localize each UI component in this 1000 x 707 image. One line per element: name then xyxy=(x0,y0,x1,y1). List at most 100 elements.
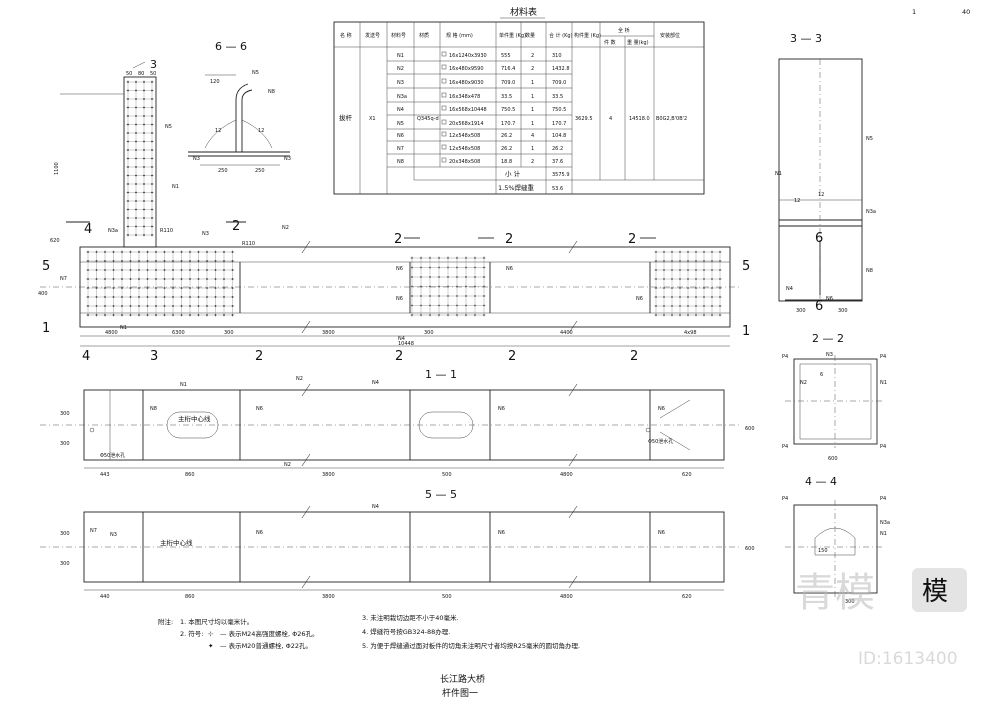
bolt-hole xyxy=(146,287,149,289)
bolt-hole xyxy=(135,106,137,109)
bolt-hole xyxy=(121,314,123,316)
bolt-hole xyxy=(127,174,129,177)
col-header-send: 发送号 xyxy=(365,32,380,39)
svg-text:N6: N6 xyxy=(498,406,505,412)
bolt-hole xyxy=(163,305,166,307)
bolt-hole xyxy=(197,287,200,289)
mark-4-bottom: 4 xyxy=(82,349,90,364)
bolt-hole xyxy=(127,140,129,143)
col-header-unit: 单件重 (Kg) xyxy=(499,32,526,39)
svg-text:250: 250 xyxy=(255,168,265,174)
bolt-hole xyxy=(146,305,149,307)
section-6-6: 6 — 6 120 N5 N8 12 12 250 250 N3 N3 xyxy=(188,40,291,174)
bolt-hole xyxy=(127,166,129,168)
bolt-hole xyxy=(172,278,174,280)
col-header-matno: 材料号 xyxy=(391,32,406,39)
svg-text:N1: N1 xyxy=(880,531,887,537)
bolt-hole xyxy=(95,314,98,316)
bolt-hole xyxy=(87,260,89,262)
mark-2-c: 2 xyxy=(505,232,513,247)
watermark-logo-icon: 模 xyxy=(912,568,967,612)
row-qty: 4 xyxy=(531,133,534,139)
svg-text:N3: N3 xyxy=(202,231,209,237)
row-spec: 20x568x1914 xyxy=(449,121,484,127)
bolt-hole xyxy=(151,98,153,100)
svg-text:N6: N6 xyxy=(636,296,643,302)
bolt-hole xyxy=(189,278,191,280)
bolt-hole xyxy=(206,260,208,262)
row-unit: 170.7 xyxy=(501,121,515,127)
row-unit: 750.5 xyxy=(501,107,515,113)
member-weight: 3629.5 xyxy=(575,116,593,122)
svg-text:N8: N8 xyxy=(268,89,275,95)
bolt-hole xyxy=(95,251,98,253)
bolt-hole xyxy=(155,305,157,307)
bolt-hole xyxy=(143,132,145,134)
bolt-hole xyxy=(129,251,132,253)
plan11-drain-right: Φ50泄水孔 xyxy=(648,438,673,445)
plan55-dim-620: 620 xyxy=(682,594,692,600)
bolt-hole xyxy=(104,296,106,298)
subtotal-value: 3575.9 xyxy=(552,172,570,178)
bolt-hole xyxy=(214,260,217,262)
svg-text:300: 300 xyxy=(845,599,855,605)
bolt-hole xyxy=(180,296,183,298)
mark-2-bottom-a: 2 xyxy=(255,349,263,364)
bolt-hole xyxy=(151,174,153,177)
bolt-hole xyxy=(143,191,145,194)
note-2b: — 表示M20普通螺栓, Φ22孔。 xyxy=(220,641,312,650)
bolt-hole xyxy=(121,251,123,253)
row-spec: 16x568x10448 xyxy=(449,107,487,113)
bolt-hole xyxy=(143,183,145,185)
bolt-hole xyxy=(138,260,140,262)
bolt-hole xyxy=(146,251,149,253)
col-header-count: 件 数 xyxy=(604,39,616,46)
bolt-hole xyxy=(146,260,149,262)
section-3-mark-top: 3 xyxy=(150,58,157,71)
bolt-hole xyxy=(143,106,145,109)
row-total: 750.5 xyxy=(552,107,566,113)
watermark-brand: 青模 xyxy=(795,570,875,616)
bolt-hole xyxy=(180,305,183,307)
bolt-hole xyxy=(127,234,129,236)
svg-text:N6: N6 xyxy=(658,406,665,412)
bolt-hole xyxy=(151,225,153,228)
svg-text:6: 6 xyxy=(820,372,823,378)
bolt-hole xyxy=(121,287,123,289)
bolt-hole xyxy=(112,278,115,280)
row-spec: 20x348x508 xyxy=(449,159,480,165)
svg-text:N6: N6 xyxy=(658,530,665,536)
bolt-hole xyxy=(143,200,145,202)
bolt-hole xyxy=(146,278,149,280)
bolt-hole xyxy=(138,287,140,289)
table-row: N4 16x568x10448 750.5 1 750.5 xyxy=(397,105,566,113)
bolt-hole xyxy=(127,106,129,109)
bolt-hole xyxy=(172,305,174,307)
bolt-hole xyxy=(223,251,225,253)
bolt-hole xyxy=(206,287,208,289)
bolt-hole xyxy=(87,278,89,280)
bolt-hole xyxy=(127,183,129,185)
svg-text:300: 300 xyxy=(838,308,848,314)
row-no: N3 xyxy=(397,80,404,86)
bolt-hole xyxy=(135,225,137,228)
svg-text:N1: N1 xyxy=(120,325,127,331)
bolt-hole xyxy=(129,260,132,262)
bolt-hole xyxy=(127,81,129,83)
bolt-hole xyxy=(163,269,166,271)
bolt-hole xyxy=(206,305,208,307)
mark-2-a: 2 xyxy=(232,219,240,234)
bolt-hole xyxy=(104,305,106,307)
send-number: X1 xyxy=(369,116,376,122)
bolt-hole xyxy=(135,140,137,143)
member-name: 拔杆 xyxy=(339,113,353,122)
col-header-material: 材质 xyxy=(419,32,429,39)
bolt-hole xyxy=(112,314,115,316)
row-qty: 1 xyxy=(531,121,534,127)
bolt-hole xyxy=(223,287,225,289)
plan11-dim-860: 860 xyxy=(185,472,195,478)
bolt-hole xyxy=(189,251,191,253)
plan55-dim-440: 440 xyxy=(100,594,110,600)
bolt-hole xyxy=(231,260,234,262)
bolt-hole xyxy=(143,208,145,211)
